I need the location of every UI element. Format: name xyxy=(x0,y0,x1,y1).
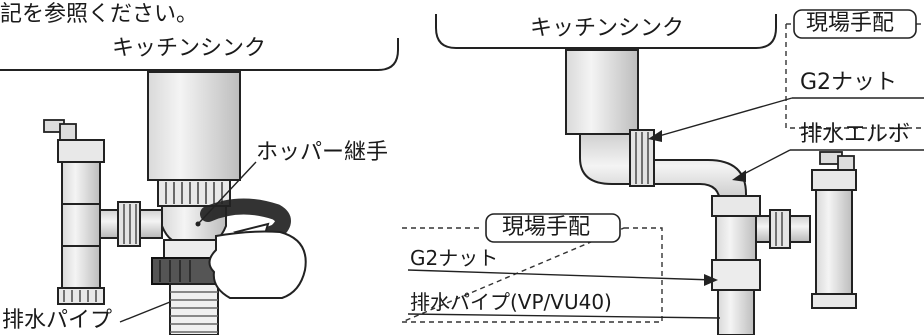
lower-drain-pipe-label: 排水パイプ(VP/VU40) xyxy=(410,290,612,314)
right-branch xyxy=(755,209,811,249)
left-sink-outline xyxy=(0,38,399,71)
left-sink-label: キッチンシンク xyxy=(112,36,267,61)
left-dishwasher-fitting xyxy=(43,119,105,305)
left-drain-pipe xyxy=(169,283,219,335)
lower-site-supplied-box xyxy=(401,227,663,323)
upper-site-supplied-label: 現場手配 xyxy=(806,11,895,36)
right-sink-label: キッチンシンク xyxy=(530,16,685,41)
right-elbow-nut xyxy=(629,129,655,187)
hopper-joint-label: ホッパー継手 xyxy=(256,140,389,165)
left-hand xyxy=(208,230,307,299)
lower-g2-nut-leader xyxy=(407,269,715,281)
drain-elbow-label: 排水エルボ xyxy=(800,122,911,147)
upper-site-badge xyxy=(793,9,917,39)
right-sink-outline xyxy=(435,14,777,49)
lower-g2-nut-label: G2ナット xyxy=(410,246,499,270)
g2-nut-leader xyxy=(651,97,793,139)
g2-nut-label: G2ナット xyxy=(800,70,898,95)
right-sink-throat xyxy=(565,49,639,135)
lower-site-badge xyxy=(485,213,621,243)
hopper-leader xyxy=(197,161,257,225)
lower-site-supplied-label: 現場手配 xyxy=(502,215,591,240)
left-drain-pipe-label: 排水パイプ xyxy=(2,308,113,333)
lower-drain-pipe-leader xyxy=(407,313,721,319)
drain-pipe-leader xyxy=(119,301,171,323)
left-hopper-nut xyxy=(157,179,231,207)
upper-site-supplied-box xyxy=(785,24,924,129)
left-sink-throat xyxy=(147,71,241,181)
left-branch-nut xyxy=(117,201,141,247)
top-left-note: 記を参照ください。 xyxy=(0,2,199,27)
right-dishwasher-fitting xyxy=(811,151,857,309)
right-vertical-assembly xyxy=(711,195,761,335)
